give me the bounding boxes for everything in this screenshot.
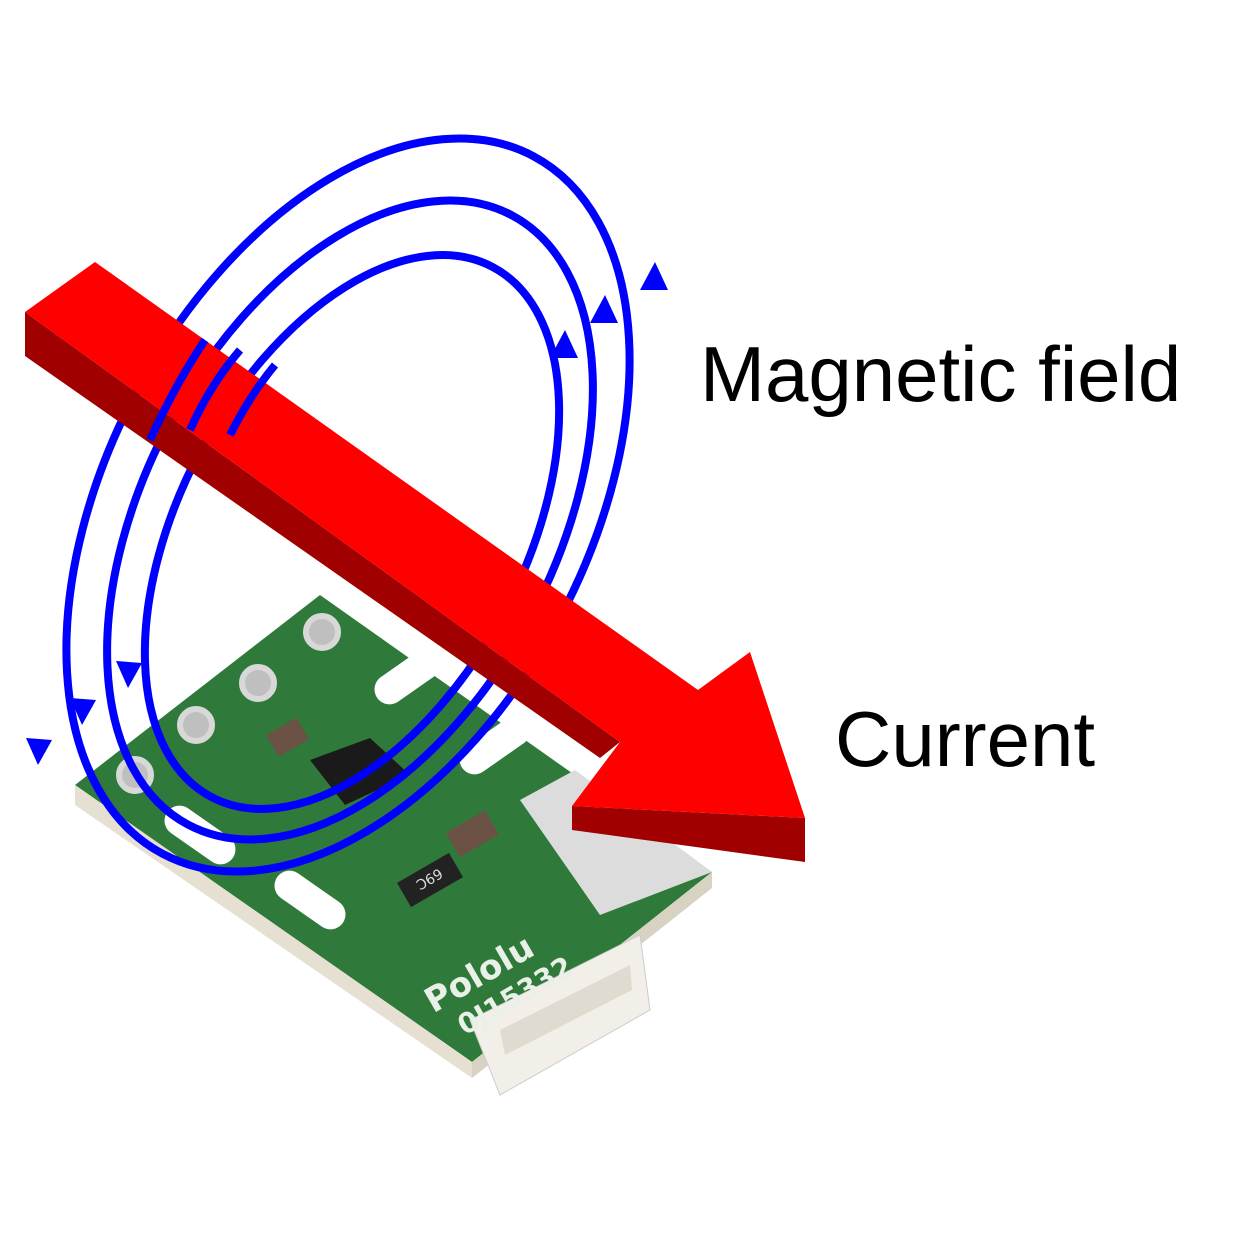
copper-pad (520, 770, 712, 915)
field-direction-arrows (26, 262, 668, 765)
capacitor (266, 717, 310, 757)
magnetic-field-label: Magnetic field (700, 330, 1182, 418)
capacitor (445, 810, 499, 858)
arrowhead-icon (550, 330, 578, 358)
current-label: Current (835, 695, 1096, 783)
current-arrow (25, 262, 805, 862)
arrowhead-icon (640, 262, 668, 290)
arrowhead-icon (116, 661, 142, 688)
arrowhead-icon (590, 295, 618, 323)
field-lines-front (146, 337, 279, 442)
arrowhead-icon (26, 738, 52, 765)
current-sensor-board: 69C Pololu 0J15332 (75, 595, 712, 1096)
arrowhead-icon (70, 698, 96, 725)
connector (469, 934, 651, 1096)
